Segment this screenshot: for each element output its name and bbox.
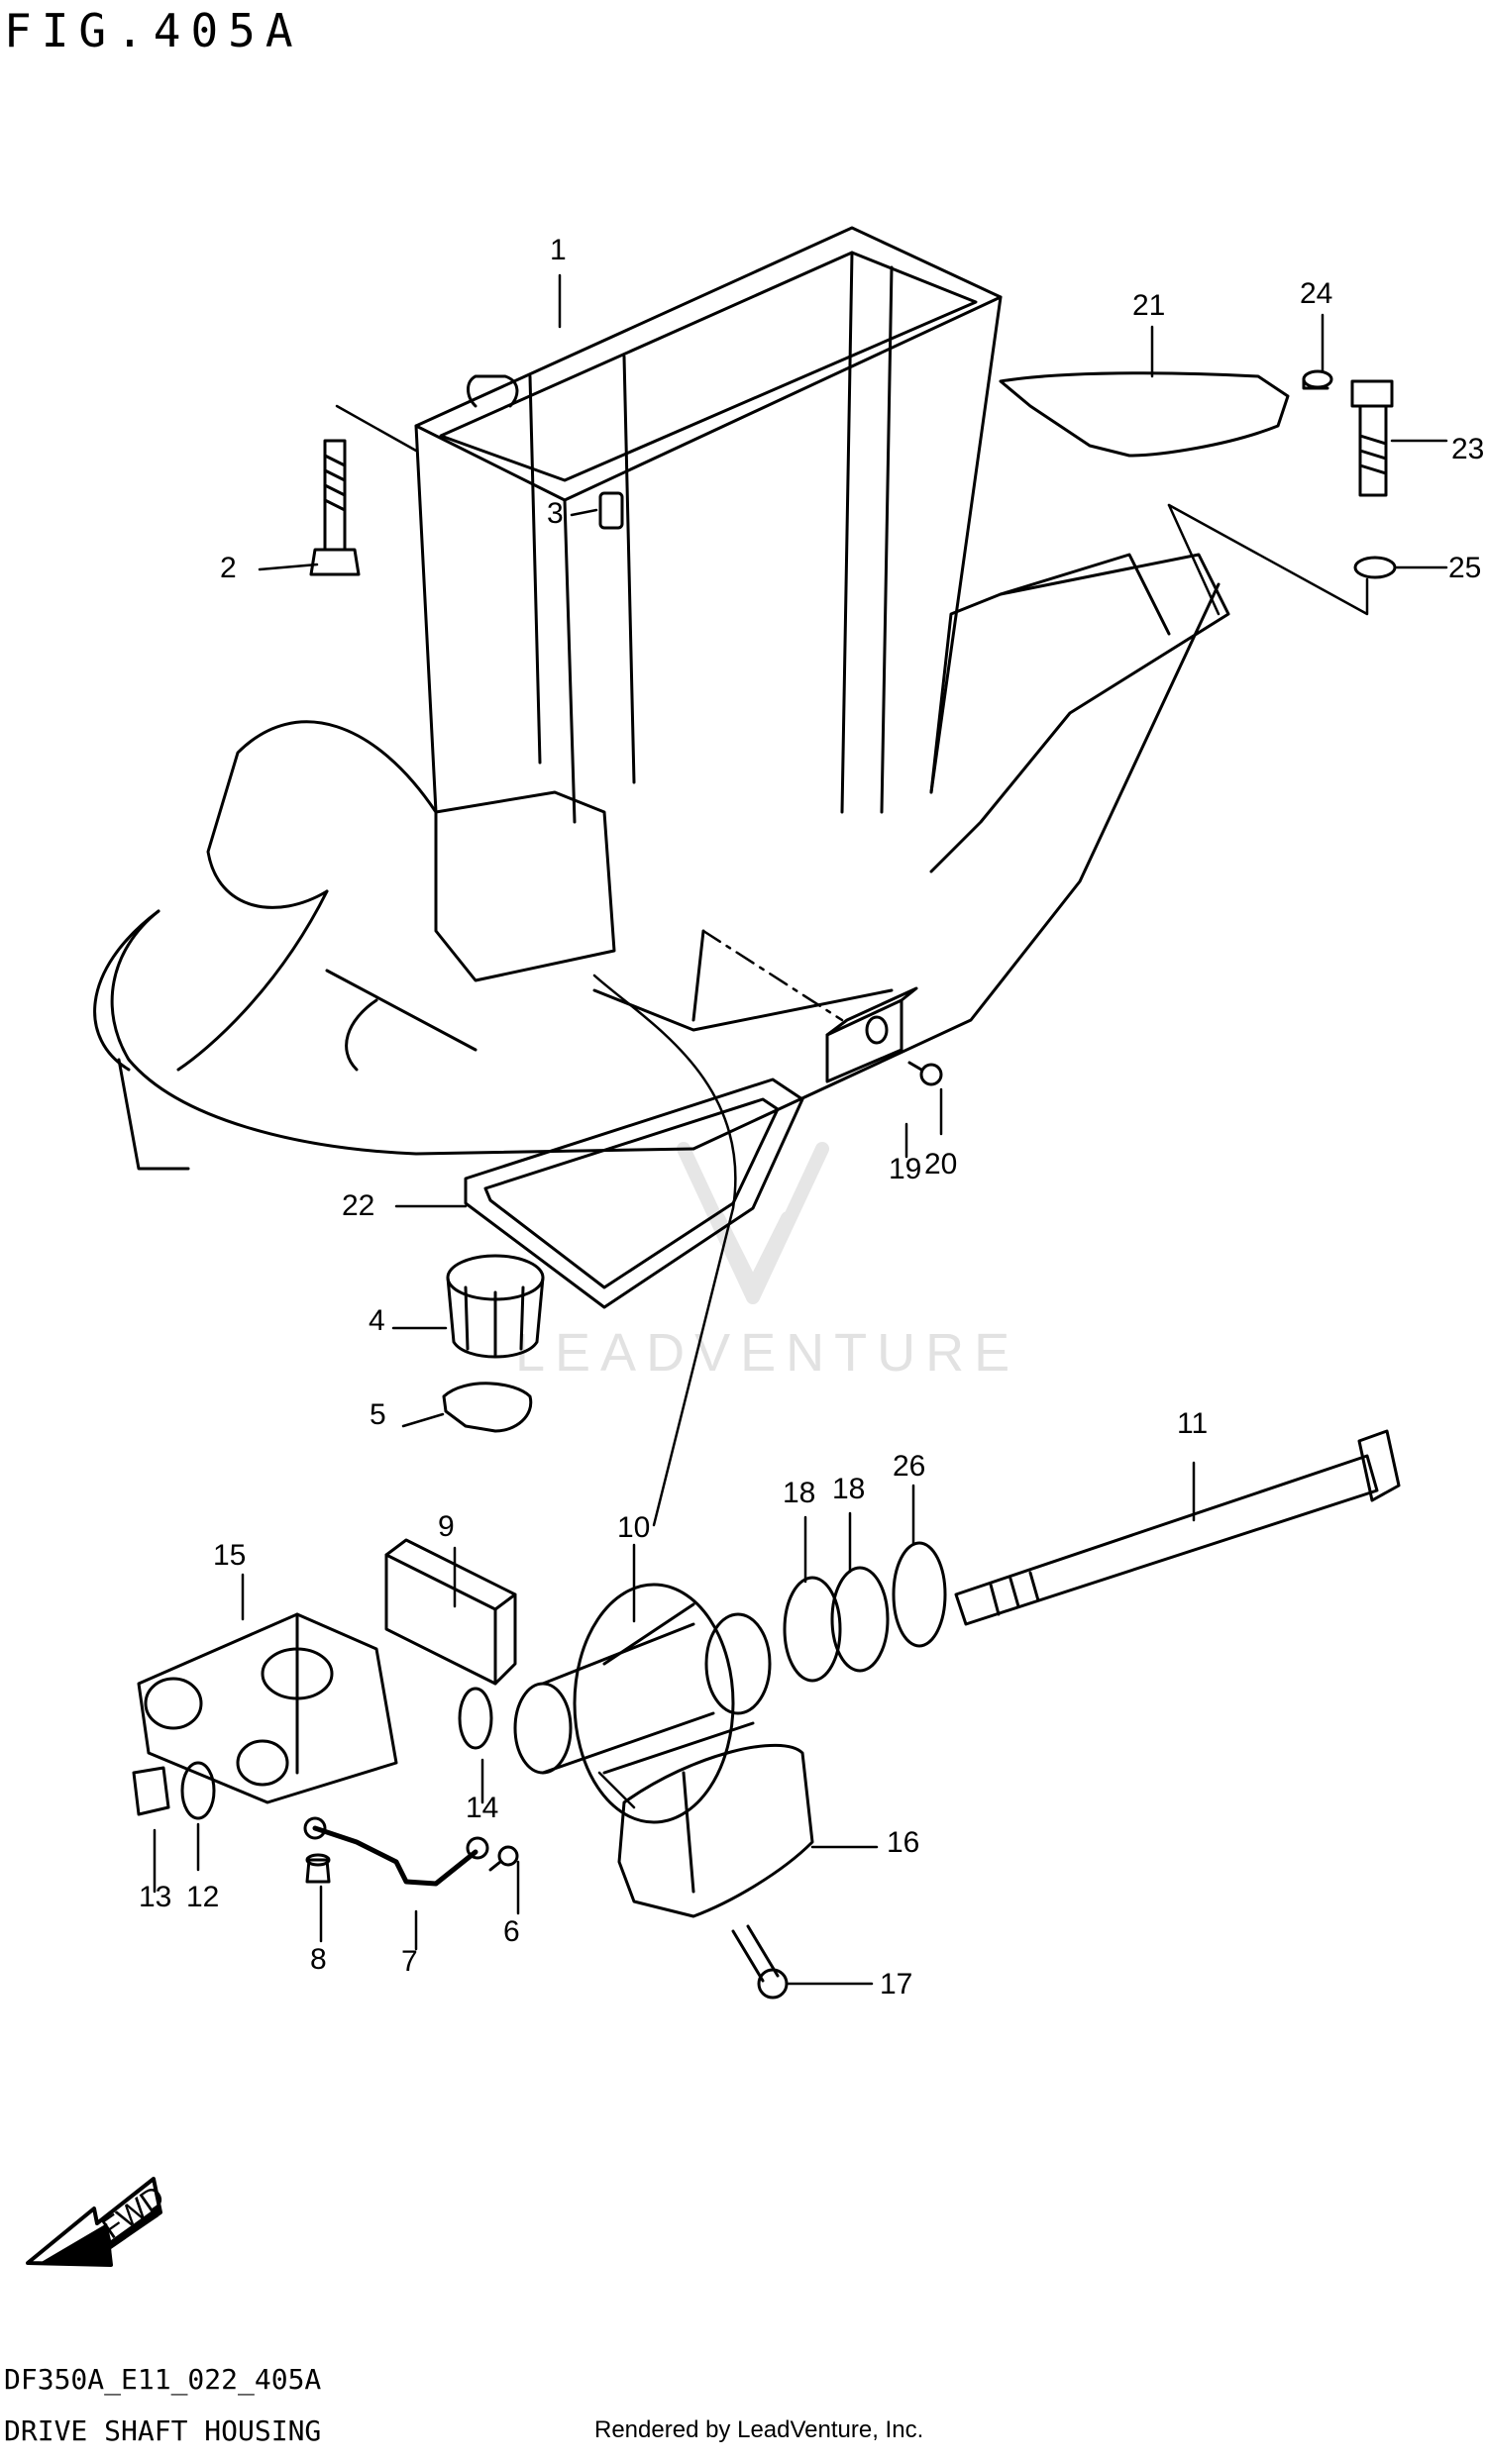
part-4-grommet (446, 1254, 545, 1359)
part-6-screw (488, 1845, 519, 1872)
callout-14: 14 (466, 1792, 498, 1824)
part-24-screw (1302, 369, 1333, 390)
part-20-screw (907, 1061, 943, 1086)
callout-16: 16 (887, 1826, 919, 1859)
callout-7: 7 (401, 1945, 418, 1978)
watermark-text: LEADVENTURE (515, 1323, 1020, 1383)
part-12-washer (180, 1761, 216, 1820)
part-18-washer-2 (830, 1566, 890, 1673)
callout-23: 23 (1451, 433, 1484, 465)
figure-title: FIG.405A (4, 4, 303, 57)
callout-12: 12 (186, 1881, 219, 1913)
callout-26: 26 (893, 1450, 925, 1483)
part-26-washer (892, 1541, 947, 1648)
part-7-ground-wire (312, 1825, 478, 1887)
callout-8: 8 (310, 1943, 327, 1976)
part-2-bolt (309, 439, 361, 576)
callout-13: 13 (139, 1881, 171, 1913)
callout-19: 19 (889, 1153, 921, 1185)
callout-25: 25 (1448, 552, 1481, 584)
leader-lines (153, 273, 1448, 1986)
part-23-bolt (1350, 379, 1394, 497)
part-11-long-bolt (954, 1429, 1401, 1626)
fwd-label: FWD (96, 2180, 170, 2245)
callout-3: 3 (547, 497, 564, 530)
part-18-washer (783, 1576, 842, 1683)
part-14-washer (458, 1687, 493, 1750)
callout-11: 11 (1177, 1407, 1208, 1440)
fwd-arrow (26, 2177, 162, 2267)
part-19-block (825, 986, 918, 1083)
figure-caption: DRIVE SHAFT HOUSING (4, 2414, 322, 2447)
callout-2: 2 (220, 552, 237, 584)
part-15-mount-bracket (137, 1612, 398, 1804)
callout-5: 5 (370, 1398, 386, 1431)
callout-20: 20 (924, 1148, 957, 1181)
callout-9: 9 (438, 1510, 455, 1543)
part-3-dowel-pin (598, 491, 624, 530)
callout-18: 18 (783, 1477, 815, 1509)
callout-24: 24 (1300, 277, 1332, 310)
watermark-logo (677, 1142, 829, 1304)
part-9-rubber-pad (384, 1538, 517, 1686)
alignment-lines (335, 404, 1369, 1809)
callout-18-b: 18 (832, 1473, 865, 1505)
part-25-washer (1353, 556, 1397, 579)
part-17-bolt (731, 1924, 789, 2000)
callout-22: 22 (342, 1189, 374, 1222)
part-16-mount-cover (617, 1743, 814, 1918)
part-10-mount-bushing (513, 1583, 772, 1824)
callout-1: 1 (550, 234, 567, 266)
callout-6: 6 (503, 1915, 520, 1948)
rendered-by: Rendered by LeadVenture, Inc. (594, 2416, 924, 2443)
callout-15: 15 (213, 1539, 246, 1572)
part-1-drive-shaft-housing (93, 226, 1230, 1171)
callout-4: 4 (369, 1304, 385, 1337)
callout-10: 10 (617, 1511, 650, 1544)
part-8-bolt (305, 1853, 331, 1884)
callout-17: 17 (880, 1968, 912, 2001)
part-21-cover-plate (999, 371, 1290, 458)
part-5-clip (442, 1382, 533, 1433)
part-13-nut (132, 1766, 170, 1816)
callout-21: 21 (1132, 289, 1165, 322)
model-code: DF350A_E11_022_405A (4, 2363, 322, 2396)
